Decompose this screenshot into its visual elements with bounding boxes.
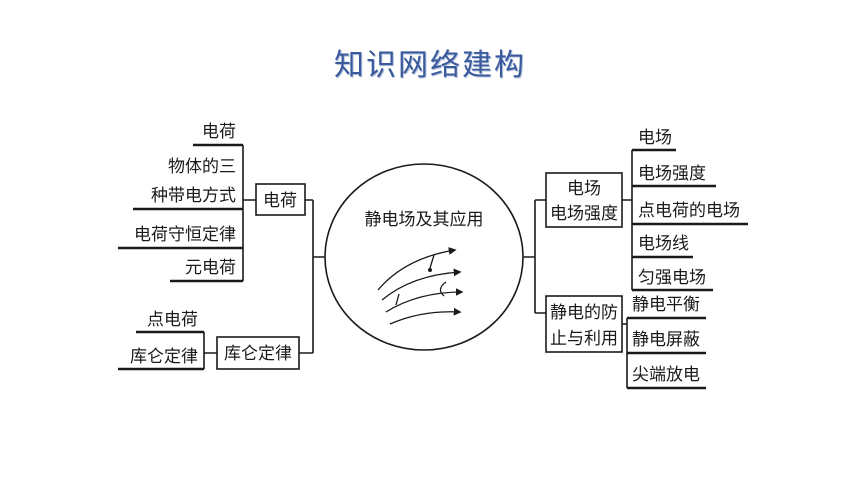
coulomb-node-label: 库仑定律 [224,344,292,364]
field-line-2 [381,268,462,301]
coulomb-branch: 库仑定律 点电荷 库仑定律 [118,310,300,371]
charge-item-4: 元电荷 [185,258,236,278]
charge-node-label: 电荷 [263,191,297,211]
electrostatic-node-label-1: 静电的防 [550,303,618,323]
field-item-3: 电场线 [638,234,689,254]
page-title: 知识网络建构 [334,48,526,83]
electrostatic-item-1: 静电屏蔽 [632,330,700,350]
field-item-2: 点电荷的电场 [638,201,740,221]
electrostatic-node-label-2: 止与利用 [550,329,618,349]
electrostatic-item-0: 静电平衡 [632,295,700,315]
charge-marker-c [395,293,400,306]
center-ellipse [324,163,524,351]
coulomb-item-1: 库仑定律 [130,347,198,367]
charge-item-3: 电荷守恒定律 [134,225,236,245]
field-line-4 [389,307,462,325]
coulomb-node-box [216,336,300,370]
electrostatic-branch: 静电的防 止与利用 静电平衡 静电屏蔽 尖端放电 [545,295,706,390]
field-line-1 [377,247,457,291]
charge-branch: 电荷 电荷 物体的三 种带电方式 电荷守恒定律 元电荷 [118,122,306,283]
center-connectors [299,199,546,354]
electrostatic-node-box [545,295,623,353]
field-lines-illustration [377,247,464,325]
charge-marker-b [439,281,447,297]
center-label: 静电场及其应用 [365,210,484,230]
field-line-3 [385,288,464,313]
charge-item-0: 电荷 [202,122,236,142]
field-item-1: 电场强度 [638,164,706,184]
charge-item-1: 物体的三 [168,157,236,177]
field-node-label-1: 电场 [567,179,601,199]
field-item-0: 电场 [638,128,672,148]
charge-node-box [255,183,306,216]
center-node: 静电场及其应用 [324,163,524,351]
field-node-box [545,172,623,228]
charge-point-a [428,268,432,272]
coulomb-item-0: 点电荷 [147,310,198,330]
charge-item-2: 种带电方式 [151,186,236,206]
field-node-label-2: 电场强度 [550,204,618,224]
field-item-4: 匀强电场 [638,268,706,288]
electrostatic-item-2: 尖端放电 [632,365,700,385]
charge-marker-a [429,254,435,269]
field-branch: 电场 电场强度 电场 电场强度 点电荷的电场 电场线 匀强电场 [545,128,748,292]
